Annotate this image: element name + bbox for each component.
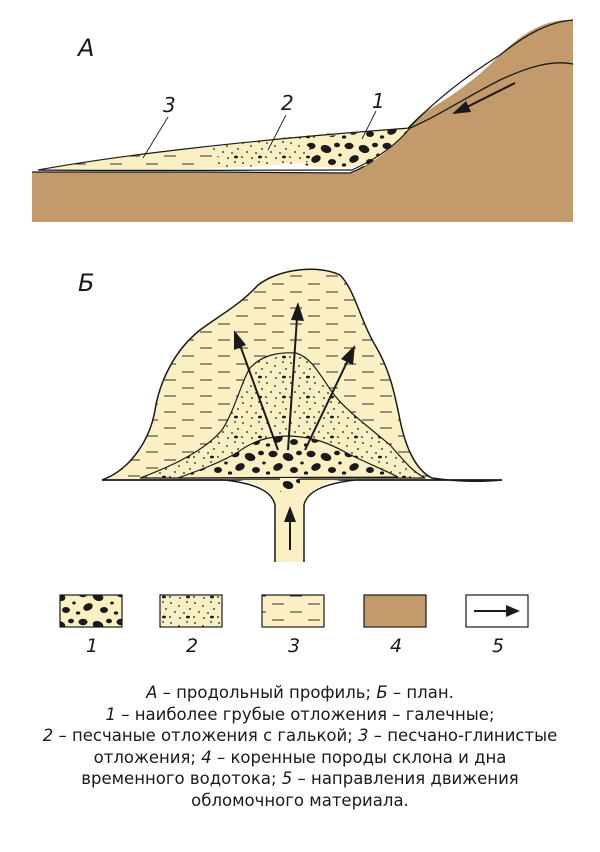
caption-text-4: – коренные породы склона и дна <box>211 747 507 767</box>
legend-num-5: 5 <box>492 635 504 657</box>
profile-deposit-clay <box>38 145 240 171</box>
caption-line-4: отложения; 4 – коренные породы склона и … <box>20 747 580 769</box>
legend-num-2: 2 <box>186 635 198 657</box>
plan-channel-bank-right <box>303 479 356 562</box>
alluvial-fan-diagram: А 3 2 1 Б <box>32 19 574 657</box>
plan-label: Б <box>78 269 94 297</box>
caption-text-3b: отложения; <box>93 747 202 767</box>
legend-swatch-2 <box>159 594 223 628</box>
caption-num-3: 3 <box>358 726 369 745</box>
profile-zone-label-1: 1 <box>372 89 385 113</box>
plan-fan-middle <box>139 352 426 479</box>
profile-label: А <box>76 34 94 62</box>
caption-num-2: 2 <box>42 726 54 745</box>
legend-swatch-1 <box>59 594 123 628</box>
legend-num-1: 1 <box>86 635 98 657</box>
plan-flow-arrows <box>234 302 355 550</box>
plan-fan-inner <box>177 435 399 479</box>
legend: 1 2 3 4 5 <box>59 594 529 657</box>
plan-channel-bank-left <box>224 479 276 562</box>
leader-line-3 <box>142 116 169 159</box>
caption-num-a: А <box>146 683 158 702</box>
caption-text-3: – песчано-глинистые <box>368 726 558 745</box>
profile-zone-label-3: 3 <box>163 93 176 117</box>
plan-section: Б <box>78 268 503 562</box>
legend-num-3: 3 <box>288 635 300 657</box>
caption-text-2: – песчаные отложения с галькой; <box>53 726 359 745</box>
slope-surface-line <box>409 62 574 129</box>
caption-text-b: – план. <box>387 683 454 702</box>
caption-text-4b: временного водотока; <box>81 769 282 788</box>
profile-section: А 3 2 1 <box>32 19 574 222</box>
legend-swatch-3 <box>261 594 325 628</box>
profile-zone-label-2: 2 <box>281 91 294 115</box>
legend-arrow-icon <box>474 605 520 617</box>
legend-swatch-4 <box>363 594 427 628</box>
legend-num-4: 4 <box>390 635 402 657</box>
caption-text-5b: обломочного материала. <box>191 790 409 810</box>
caption-num-5: 5 <box>281 769 293 788</box>
caption-text-5: – направления движения <box>292 769 519 788</box>
caption-text-a: – продольный профиль; <box>157 683 377 702</box>
slope-top-line <box>404 19 574 133</box>
caption-text-1: – наиболее грубые отложения – галечные; <box>115 704 495 724</box>
caption-line-1: А – продольный профиль; Б – план. <box>20 682 580 704</box>
plan-channel-gravel <box>280 478 300 492</box>
caption-line-6: обломочного материала. <box>20 790 580 812</box>
profile-flow-arrow <box>452 82 516 114</box>
caption-num-b: Б <box>376 683 388 702</box>
figure-caption: А – продольный профиль; Б – план. 1 – на… <box>20 682 580 811</box>
caption-line-5: временного водотока; 5 – направления дви… <box>20 768 580 790</box>
caption-line-3: 2 – песчаные отложения с галькой; 3 – пе… <box>20 725 580 747</box>
leader-line-1 <box>361 110 377 140</box>
profile-deposit-outline <box>37 127 412 172</box>
bedrock <box>32 19 573 222</box>
caption-num-4: 4 <box>201 747 212 767</box>
leader-line-2 <box>267 114 287 151</box>
caption-line-2: 1 – наиболее грубые отложения – галечные… <box>20 704 580 726</box>
caption-num-1: 1 <box>105 704 116 724</box>
profile-deposit-gravel <box>300 128 410 168</box>
